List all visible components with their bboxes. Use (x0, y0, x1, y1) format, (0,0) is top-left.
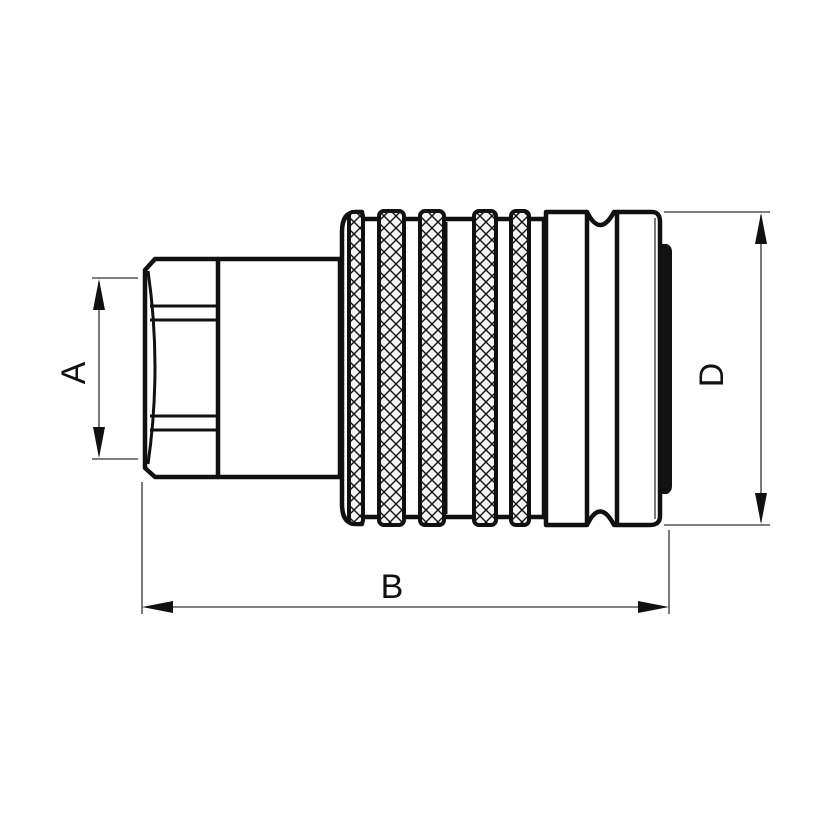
hex-body (142, 256, 343, 480)
dimension-a: A (55, 277, 138, 460)
dimension-d-label: D (693, 363, 731, 388)
dimension-d: D (664, 211, 770, 526)
dimension-b-label: B (381, 568, 404, 606)
knurled-sleeve (339, 209, 548, 527)
knurl-band-3 (418, 209, 446, 527)
knurl-band-1 (347, 210, 365, 526)
knurl-band-2 (377, 209, 406, 527)
knurl-band-5 (509, 209, 531, 527)
dimension-a-label: A (55, 361, 93, 384)
seal-face (660, 244, 672, 494)
dimension-b: B (141, 482, 670, 614)
groove-collar (543, 209, 663, 528)
knurl-band-4 (472, 209, 498, 527)
